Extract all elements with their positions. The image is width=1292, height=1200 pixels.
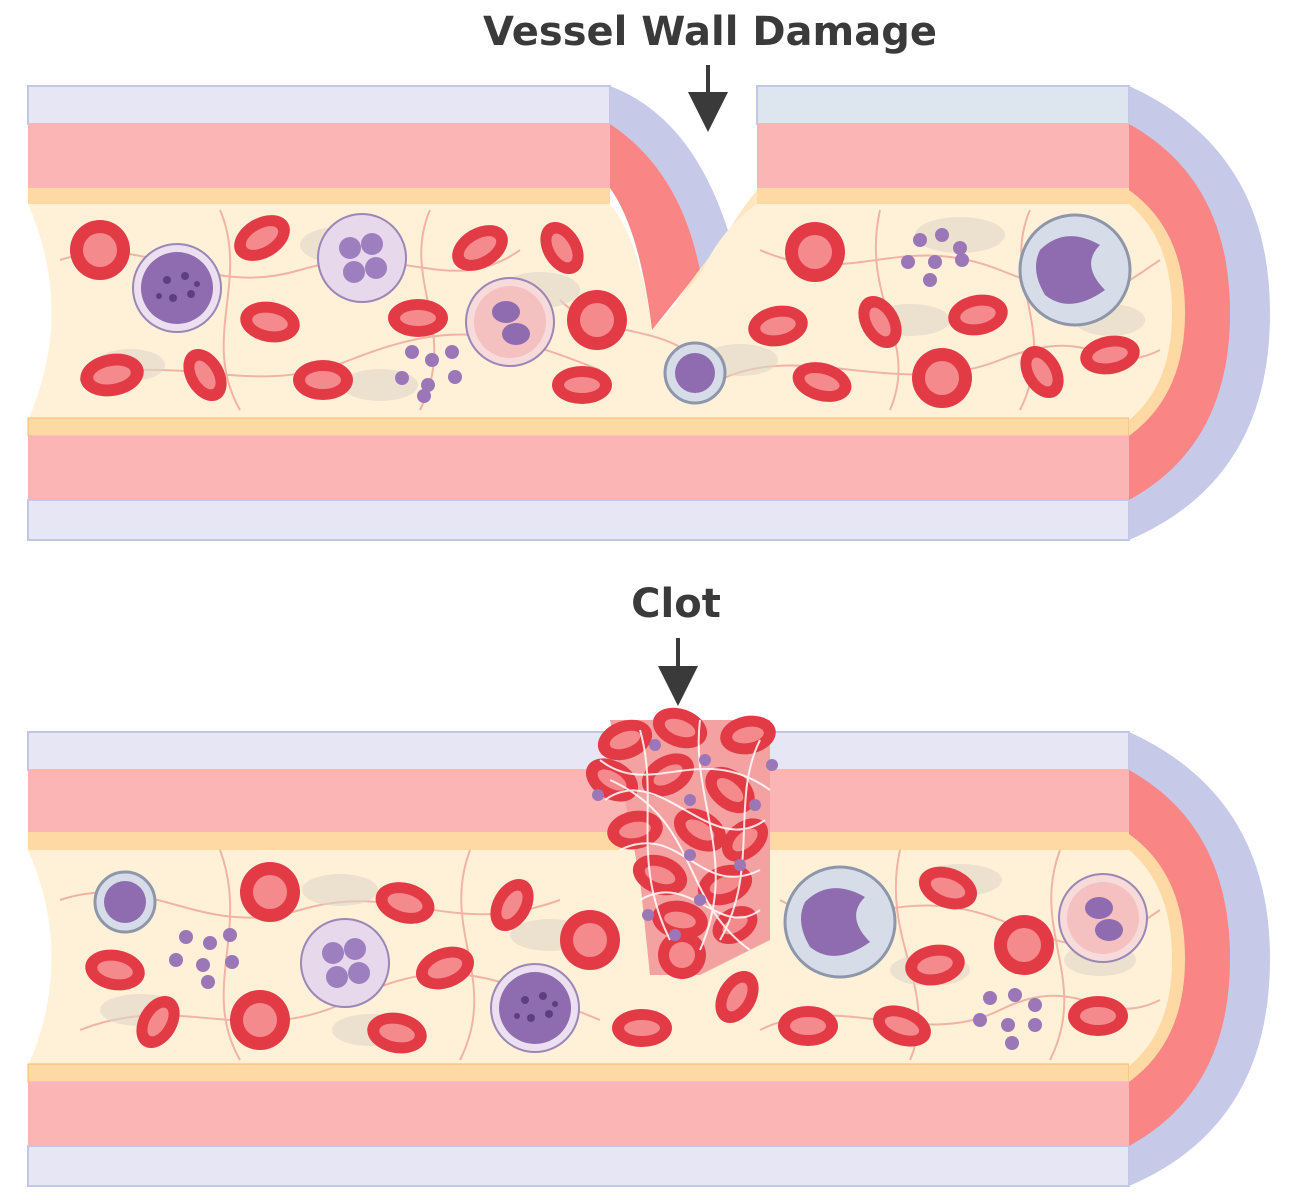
wall-cut-left-muscle [610,124,700,330]
rbc [552,366,612,404]
intima-top-right [757,188,1129,204]
rbc [80,353,144,397]
clot-platelets [592,739,778,941]
muscle-top-right [757,124,1129,190]
rbc [912,348,972,408]
blood-clot [585,707,778,979]
vessel-clotted-panel: Clot [27,581,1270,1187]
rbc [748,305,808,347]
rbc [85,949,145,991]
intima-bottom [27,417,1130,437]
basophil [490,963,580,1053]
rbc [1020,345,1064,399]
white-blood-cells-top [132,213,1132,405]
rbc [858,295,902,349]
rbc [293,360,353,400]
muscle-top [28,770,1129,834]
rbc [567,290,627,350]
rbc [234,215,290,261]
label-clot: Clot [631,581,721,627]
intima-top [28,832,1129,850]
rbc [415,946,475,990]
vessel-end-lumen [1129,204,1172,420]
rbc [1080,335,1140,375]
eosinophil [465,277,555,367]
rbc [918,866,978,910]
rbc [367,1012,427,1054]
outer-wall-top [27,731,1130,771]
rbc [905,944,965,986]
rbc [388,299,448,337]
rbc [778,1006,838,1046]
muscle-bottom [28,436,1129,500]
eosinophil [1058,873,1148,963]
outer-wall-top-left [27,85,611,125]
rbc [785,222,845,282]
rbc [136,995,180,1049]
platelets-bottom [169,928,1042,1050]
outer-wall-top-right [756,85,1130,125]
rbc [70,220,130,280]
rbc [873,1005,931,1047]
monocyte [1018,213,1132,327]
lymphocyte [93,870,157,934]
platelets-top [395,228,969,403]
rbc [948,294,1008,336]
intima-bottom [27,1063,1130,1083]
white-blood-cells-bottom [93,865,1148,1053]
rbc [1068,996,1128,1036]
rbc [452,225,508,271]
rbc [183,348,227,402]
label-vessel-wall-damage: Vessel Wall Damage [483,9,937,55]
rbc [240,862,300,922]
neutrophil [300,918,390,1008]
basophil [132,243,222,333]
rbc [540,221,584,275]
rbc [490,878,534,932]
rbc [230,990,290,1050]
rbc [240,301,300,343]
rbc [994,915,1054,975]
lymphocyte [663,341,727,405]
outer-wall-bottom [27,499,1130,541]
monocyte [783,865,897,979]
wall-cut-left [610,86,735,270]
rbc [612,1009,672,1047]
red-blood-cells-top [70,215,1140,408]
red-blood-cells-bottom [85,862,1128,1054]
vessel-damaged-panel: Vessel Wall Damage [27,9,1270,541]
intima-top-left [28,188,610,204]
rbc [792,362,852,402]
muscle-top-left [28,124,610,190]
rbc [715,970,759,1024]
rbc [560,910,620,970]
muscle-bottom [28,1082,1129,1146]
neutrophil [317,213,407,303]
rbc [375,882,435,924]
outer-wall-bottom [27,1145,1130,1187]
